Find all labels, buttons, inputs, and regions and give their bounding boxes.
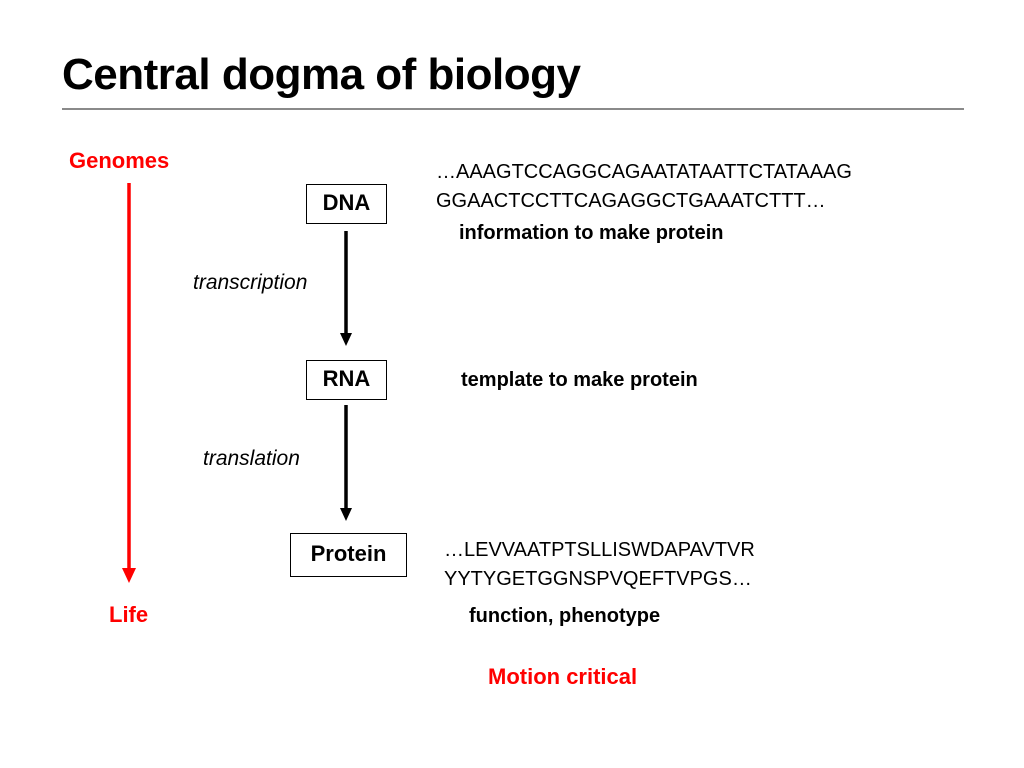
genomes-to-life-arrowhead (122, 568, 136, 583)
slide-title: Central dogma of biology (62, 50, 581, 99)
dna-sequence-line-1: …AAAGTCCAGGCAGAATATAATTCTATAAAG (436, 161, 852, 183)
translation-arrowhead (340, 508, 352, 521)
motion-critical-note: Motion critical (488, 664, 638, 689)
dna-sequence-line-2: GGAACTCCTTCAGAGGCTGAAATCTTT… (436, 190, 826, 212)
protein-sequence: …LEVVAATPTSLLISWDAPAVTVR YYTYGETGGNSPVQE… (444, 536, 755, 594)
protein-node: Protein (290, 533, 407, 577)
rna-node: RNA (306, 360, 387, 400)
dna-sequence: …AAAGTCCAGGCAGAATATAATTCTATAAAG GGAACTCC… (436, 158, 852, 216)
rna-description: template to make protein (461, 369, 698, 391)
dna-description: information to make protein (459, 222, 724, 244)
translation-label: translation (203, 447, 300, 470)
transcription-arrowhead (340, 333, 352, 346)
genomes-label: Genomes (69, 148, 170, 173)
transcription-label: transcription (193, 271, 308, 294)
protein-sequence-line-1: …LEVVAATPTSLLISWDAPAVTVR (444, 539, 755, 561)
title-divider (62, 108, 964, 110)
protein-description: function, phenotype (469, 605, 661, 627)
dna-node: DNA (306, 184, 387, 224)
life-label: Life (109, 602, 149, 627)
protein-sequence-line-2: YYTYGETGGNSPVQEFTVPGS… (444, 568, 752, 590)
